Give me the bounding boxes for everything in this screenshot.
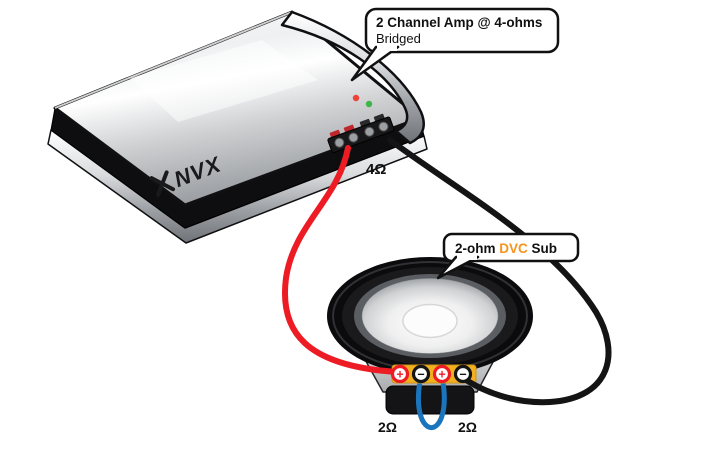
negative-wire-black [387, 137, 612, 406]
amp-edge-highlight [54, 11, 293, 109]
terminal-negative-1-symbol: − [417, 368, 424, 382]
callout-sub-tail-join [457, 255, 477, 260]
amp-sheen [130, 40, 318, 122]
terminal-negative-2 [453, 364, 473, 384]
callout-sub-bubble [442, 232, 580, 263]
subwoofer [327, 257, 533, 430]
callout-sub-text: 2-ohm DVC Sub [455, 241, 557, 256]
terminal-post [348, 132, 359, 143]
amp-impedance-label: 4Ω [366, 161, 386, 178]
terminal-post [378, 121, 389, 132]
nvx-logo-mark-icon [149, 170, 176, 197]
callout-amp-line2: Bridged [376, 31, 421, 46]
callout-sub-prefix: 2-ohm [455, 241, 499, 256]
status-led-icon [365, 100, 373, 108]
power-led-icon [352, 94, 360, 102]
sub-terminals: + − + − [390, 364, 473, 384]
sub-dust-cap [402, 303, 458, 339]
sub-magnet [385, 385, 475, 415]
callout-amp-line1: 2 Channel Amp @ 4-ohms [376, 15, 542, 30]
positive-wire-red [282, 145, 400, 375]
coil-right-impedance-label: 2Ω [458, 419, 477, 435]
amp-terminal-block [327, 113, 395, 154]
series-jumper-blue-wire [416, 378, 447, 430]
terminal-post [364, 126, 375, 137]
terminal-positive-1-symbol: + [396, 368, 403, 382]
terminal-positive-1 [390, 364, 410, 384]
terminal-positive-2-symbol: + [438, 368, 445, 382]
callout-sub-suffix: Sub [528, 241, 557, 256]
callout-amp: 2 Channel Amp @ 4-ohms Bridged [350, 7, 560, 82]
terminal-negative-2-symbol: − [459, 368, 466, 382]
terminal-positive-2 [432, 364, 452, 384]
coil-left-impedance-label: 2Ω [378, 419, 397, 435]
terminal-post [334, 137, 345, 148]
callout-amp-tail-join [377, 45, 397, 51]
callout-amp-bubble [364, 7, 560, 54]
terminal-negative-1 [411, 364, 431, 384]
callout-sub: 2-ohm DVC Sub [436, 232, 580, 280]
callout-sub-dvc: DVC [499, 241, 528, 256]
terminal-strip [327, 116, 395, 154]
